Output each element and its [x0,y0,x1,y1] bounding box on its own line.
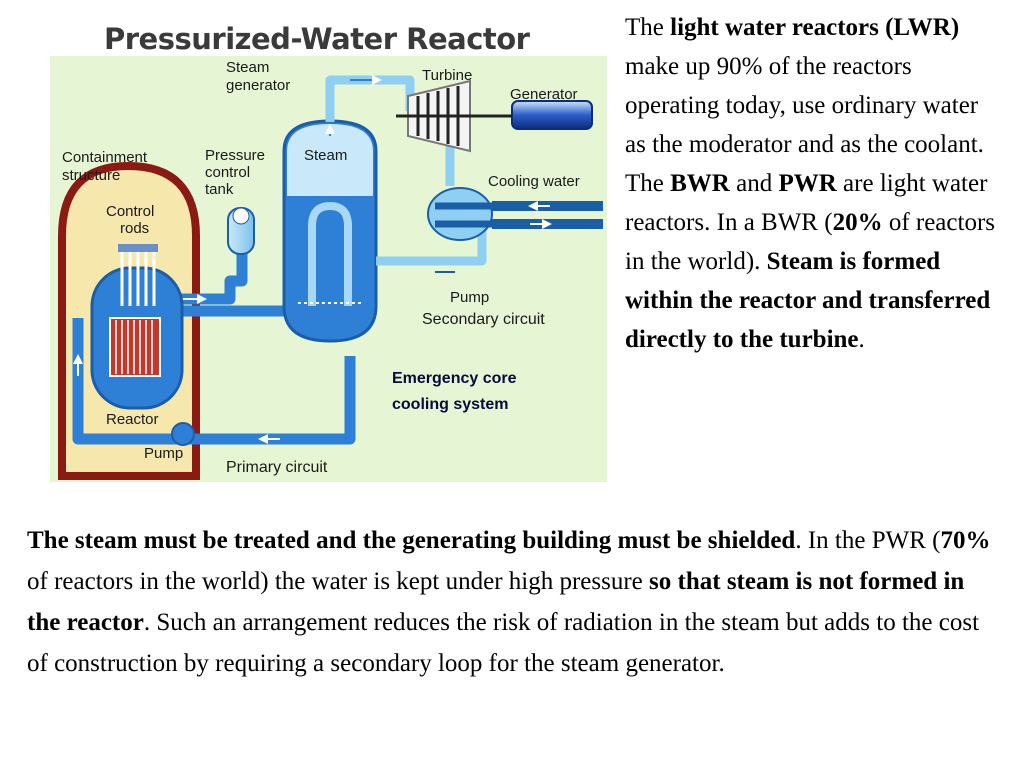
pwr-diagram: Steam generator Turbine Generator Contai… [50,56,607,482]
control-rod-head [118,244,158,252]
side-text-6: . [858,326,865,353]
bottom-bold-2: 70% [940,527,991,554]
primary-arrows [73,294,280,444]
side-text-5: of reactors in the world). [625,209,996,275]
bottom-text-2: of reactors in the world) the water is k… [27,568,650,595]
label-control-rods-1: Control [106,203,154,220]
label-pressure-1: Pressure [205,147,265,164]
label-pump-secondary: Pump [450,289,489,306]
label-control-rods-2: rods [120,220,149,237]
side-bold-1: light water reactors (LWR) [670,14,960,41]
u-tube [308,201,352,306]
generator [511,100,593,130]
label-steam-generator-2: generator [226,77,290,94]
bottom-bold-1: The steam must be treated and the genera… [27,527,796,554]
label-steam-generator-1: Steam [226,59,269,76]
steam-space [287,124,373,196]
label-emergency-2: cooling system [392,396,508,413]
bottom-text-3: . Such an arrangement reduces the risk o… [27,609,980,677]
primary-pump [171,422,195,446]
bottom-bold-3: so that steam is not formed in the react… [27,568,965,636]
condenser [427,187,493,241]
label-primary-circuit: Primary circuit [226,459,328,476]
side-paragraph: The light water reactors (LWR) make up 9… [625,8,997,359]
secondary-arrows [325,75,382,136]
control-rods [120,251,156,306]
side-text-1: The [625,14,671,41]
side-text-4: are light water reactors. In a BWR ( [625,170,988,236]
label-containment-2: structure [62,167,120,184]
side-bold-5: Steam is formed within the reactor and t… [625,248,991,353]
label-emergency-1: Emergency core [392,370,517,387]
side-text-3: and [729,170,779,197]
label-turbine: Turbine [422,67,472,84]
label-pressure-2: control [205,164,250,181]
bottom-paragraph: The steam must be treated and the genera… [27,520,1002,684]
label-steam: Steam [304,147,347,164]
side-bold-3: PWR [778,170,837,197]
side-bold-2: BWR [670,170,730,197]
label-reactor: Reactor [106,411,159,428]
side-text-2: make up 90% of the reactors operating to… [625,53,984,197]
core-rods [115,320,153,374]
label-cooling-water: Cooling water [488,173,580,190]
label-secondary-circuit: Secondary circuit [422,311,545,328]
label-containment-1: Containment [62,149,148,166]
label-generator: Generator [510,86,578,103]
side-bold-4: 20% [832,209,883,236]
label-pump-primary: Pump [144,445,183,462]
bottom-text-1: . In the PWR ( [795,527,941,554]
diagram-title: Pressurized-Water Reactor [104,22,530,56]
label-pressure-3: tank [205,181,234,198]
